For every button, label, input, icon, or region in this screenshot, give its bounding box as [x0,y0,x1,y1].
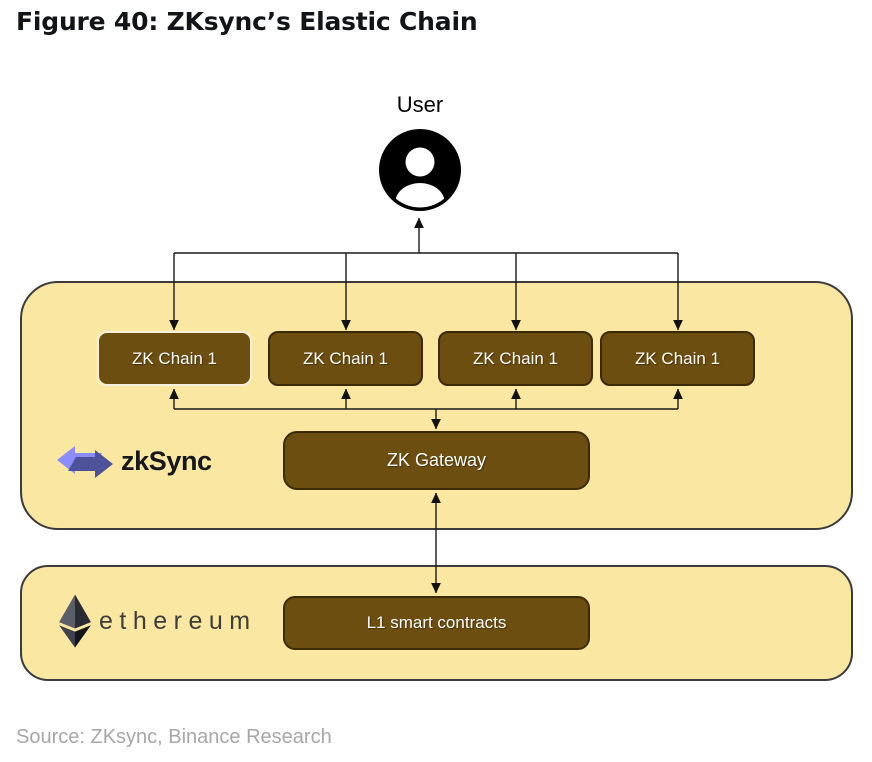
user-label: User [396,92,444,117]
l1-smart-contracts-node: L1 smart contracts [283,596,590,650]
zk-gateway-label: ZK Gateway [386,450,487,470]
source-caption: Source: ZKsync, Binance Research [16,726,332,748]
figure-title: Figure 40: ZKsync’s Elastic Chain [16,7,478,36]
zk-chain-node-1-label: ZK Chain 1 [131,348,218,368]
zk-chain-node-4-label: ZK Chain 1 [634,348,721,368]
zk-chain-node-2: ZK Chain 1 [268,331,423,386]
zk-chain-node-3: ZK Chain 1 [438,331,593,386]
user-icon [377,127,463,213]
l1-smart-contracts-label: L1 smart contracts [366,613,507,632]
ethereum-logo-icon [58,593,92,649]
zksync-logo-icon [56,442,114,482]
zk-gateway-node: ZK Gateway [283,431,590,490]
ethereum-brand-label: ethereum [99,607,257,635]
zk-chain-node-1: ZK Chain 1 [97,331,252,386]
zk-chain-node-4: ZK Chain 1 [600,331,755,386]
zk-chain-node-2-label: ZK Chain 1 [302,348,389,368]
zksync-brand-label: zkSync [121,446,212,476]
zk-chain-node-3-label: ZK Chain 1 [472,348,559,368]
